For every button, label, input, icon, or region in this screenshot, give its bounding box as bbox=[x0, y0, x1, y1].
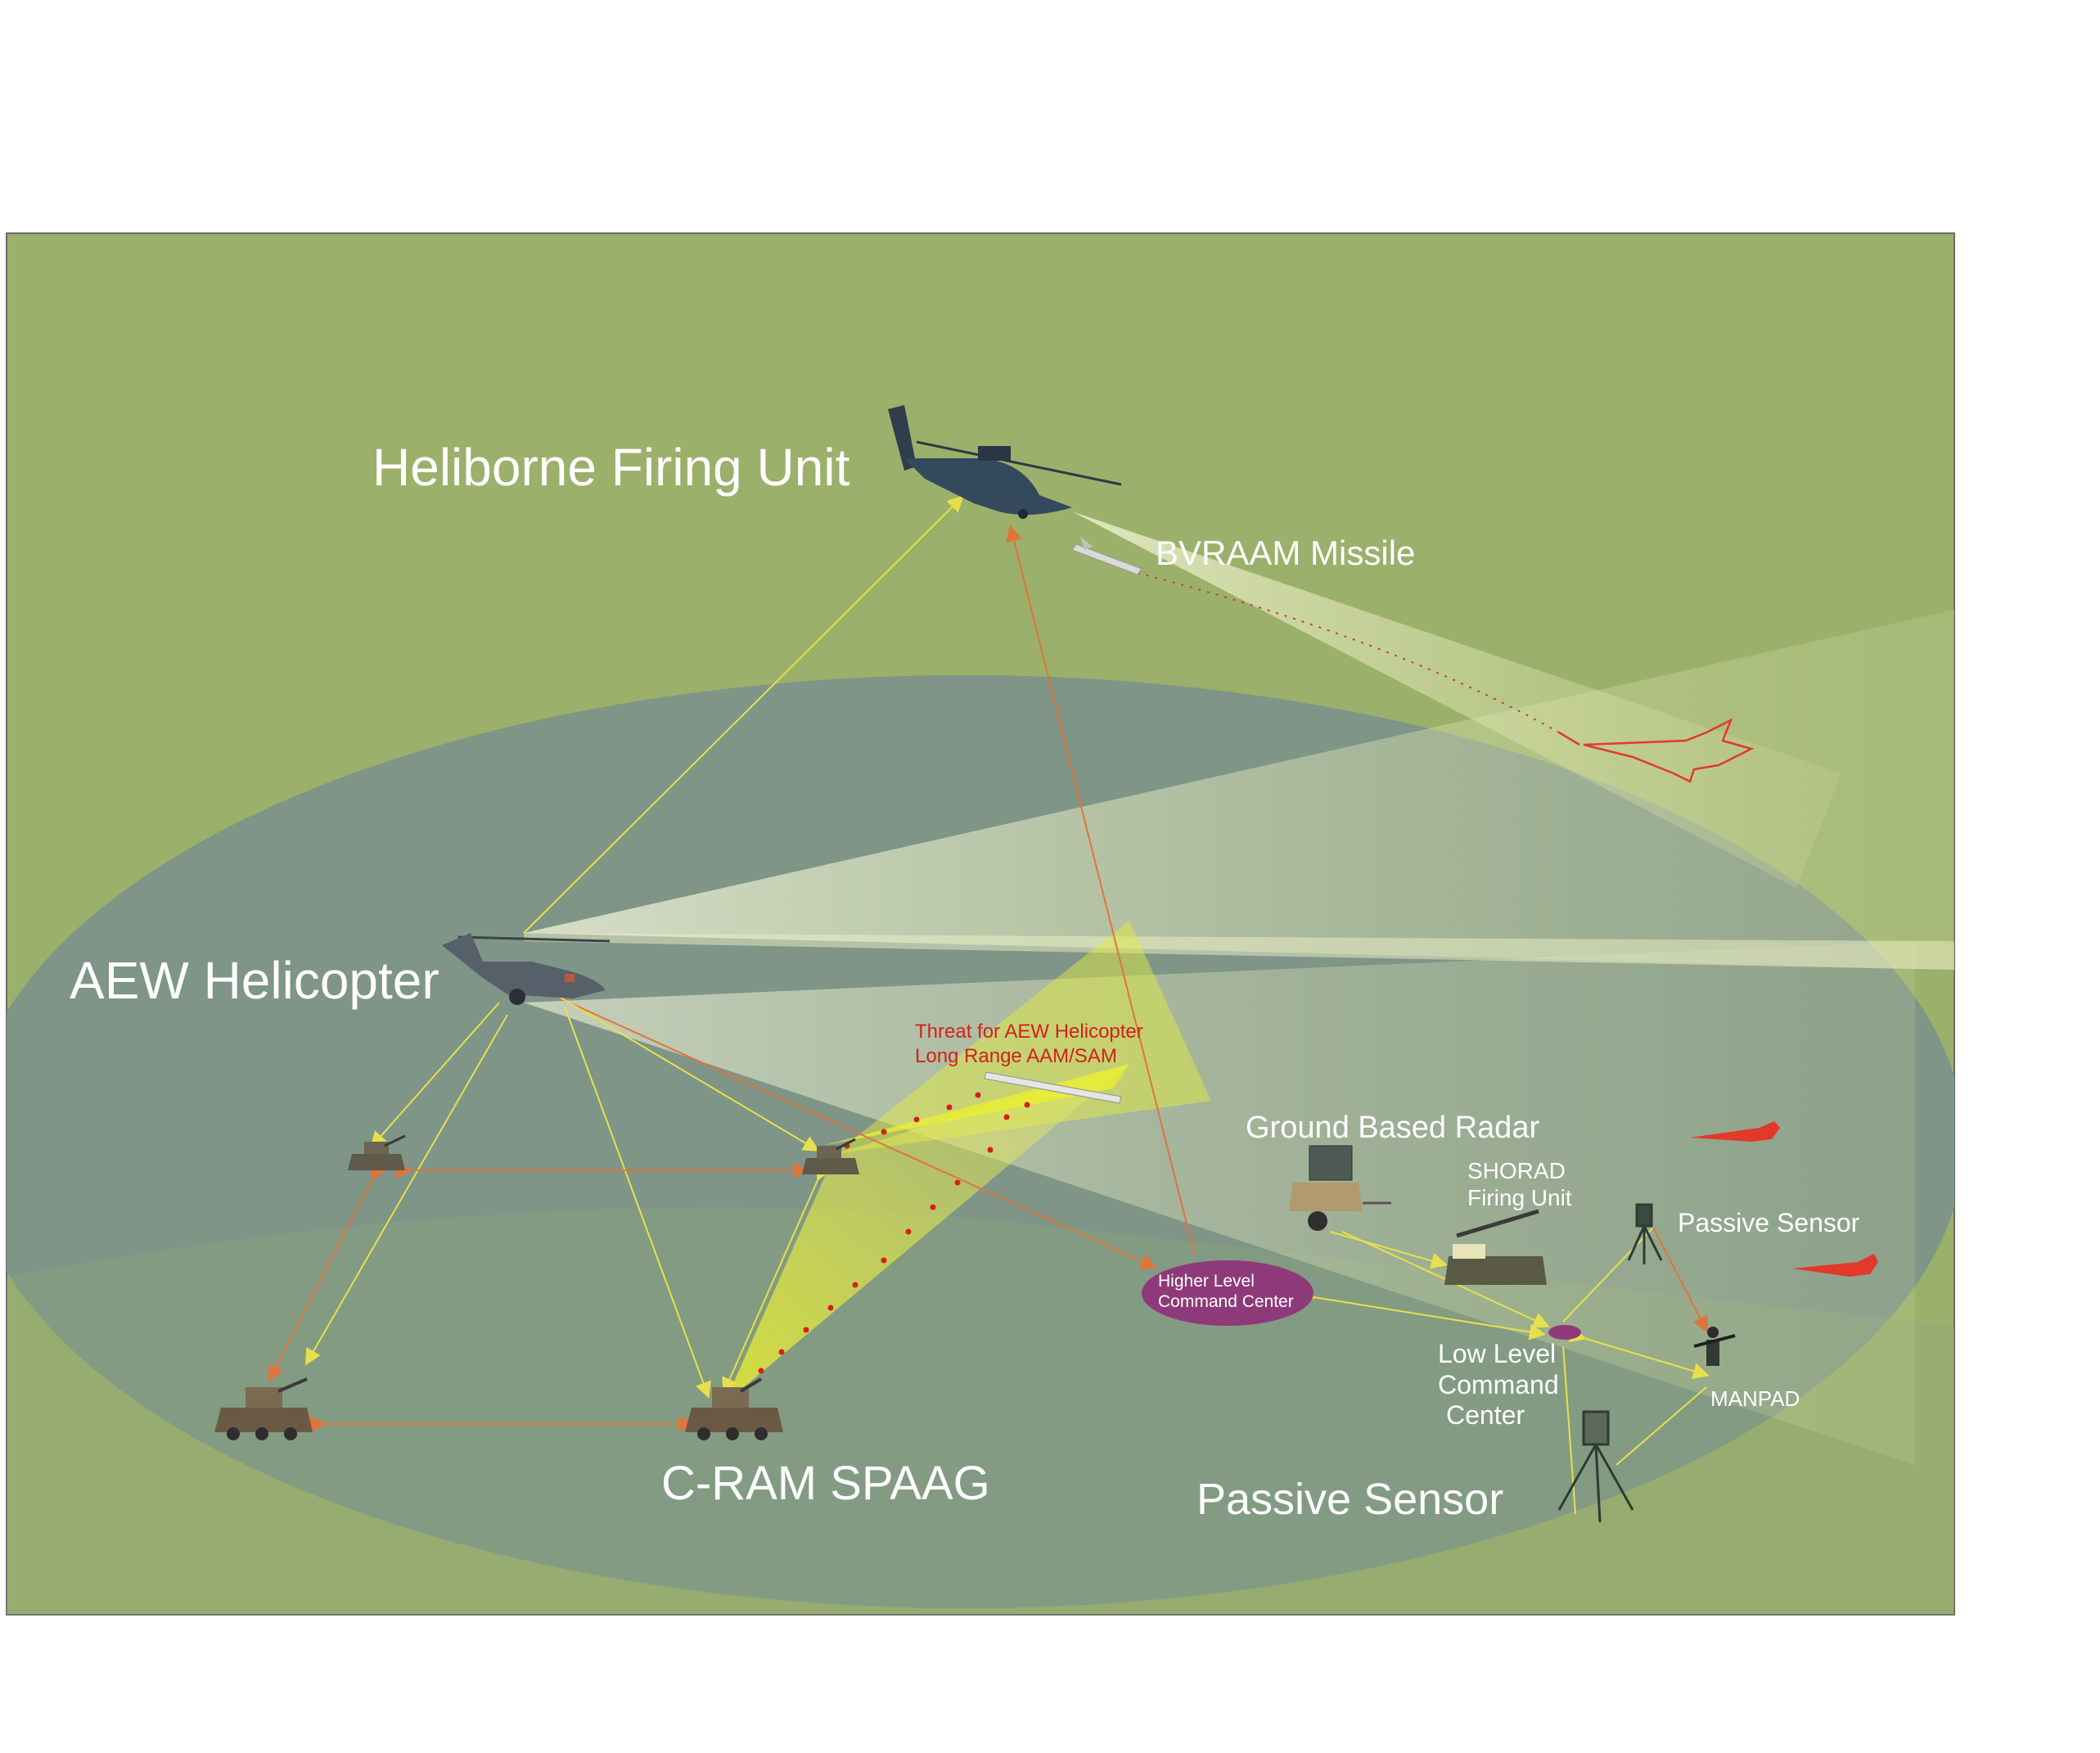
enemy-jet-icon bbox=[1792, 1254, 1878, 1277]
low-cc-label-line2: Command bbox=[1438, 1370, 1559, 1399]
heliborne-helicopter-icon bbox=[888, 405, 1122, 519]
spaag-vehicle-icon bbox=[802, 1138, 859, 1174]
threat-label-line2: Long Range AAM/SAM bbox=[915, 1045, 1117, 1067]
threat-label-line1: Threat for AEW Helicopter bbox=[915, 1021, 1143, 1043]
aew-radar-beam-band bbox=[524, 933, 1954, 970]
shorad-launcher-icon bbox=[1444, 1209, 1547, 1285]
passive-sensor-large-icon bbox=[1557, 1410, 1634, 1523]
shorad-label-line1: SHORAD bbox=[1467, 1158, 1566, 1183]
aew-helicopter-icon bbox=[442, 933, 611, 1005]
threat-missile-icon bbox=[984, 1071, 1122, 1104]
manpad-label: MANPAD bbox=[1710, 1386, 1800, 1411]
passive-sensor-large-label: Passive Sensor bbox=[1196, 1475, 1503, 1524]
low-cc-label-line1: Low Level bbox=[1438, 1339, 1556, 1368]
radar-trailer-icon bbox=[1289, 1145, 1391, 1231]
passive-sensor-small-icon bbox=[1627, 1203, 1663, 1264]
enemy-jet-icon bbox=[1558, 718, 1755, 783]
spaag-vehicle-icon bbox=[348, 1134, 406, 1170]
bvraam-beam bbox=[1072, 511, 1841, 888]
low-level-command-center bbox=[1548, 1325, 1581, 1340]
shorad-label-line2: Firing Unit bbox=[1467, 1185, 1572, 1210]
higher-cc-label-line1: Higher Level bbox=[1158, 1272, 1255, 1291]
heliborne-firing-unit-label: Heliborne Firing Unit bbox=[372, 438, 850, 497]
aew-helicopter-label: AEW Helicopter bbox=[70, 951, 439, 1010]
ground-based-radar-label: Ground Based Radar bbox=[1246, 1111, 1539, 1145]
cram-spaag-label: C-RAM SPAAG bbox=[661, 1457, 990, 1510]
passive-sensor-small-label: Passive Sensor bbox=[1678, 1208, 1860, 1237]
higher-cc-label-line2: Command Center bbox=[1158, 1292, 1294, 1311]
bvraam-missile-icon bbox=[1071, 536, 1142, 575]
low-cc-label-line3: Center bbox=[1446, 1400, 1525, 1430]
bvraam-missile-label: BVRAAM Missile bbox=[1156, 534, 1415, 572]
manpad-soldier-icon bbox=[1693, 1327, 1736, 1366]
spaag-vehicle-icon bbox=[685, 1377, 783, 1440]
spaag-vehicle-icon bbox=[214, 1377, 313, 1440]
network-links bbox=[268, 495, 1710, 1515]
enemy-jet-icon bbox=[1690, 1121, 1780, 1142]
higher-level-command-center bbox=[1142, 1260, 1314, 1326]
bvraam-trajectory bbox=[1137, 572, 1560, 733]
